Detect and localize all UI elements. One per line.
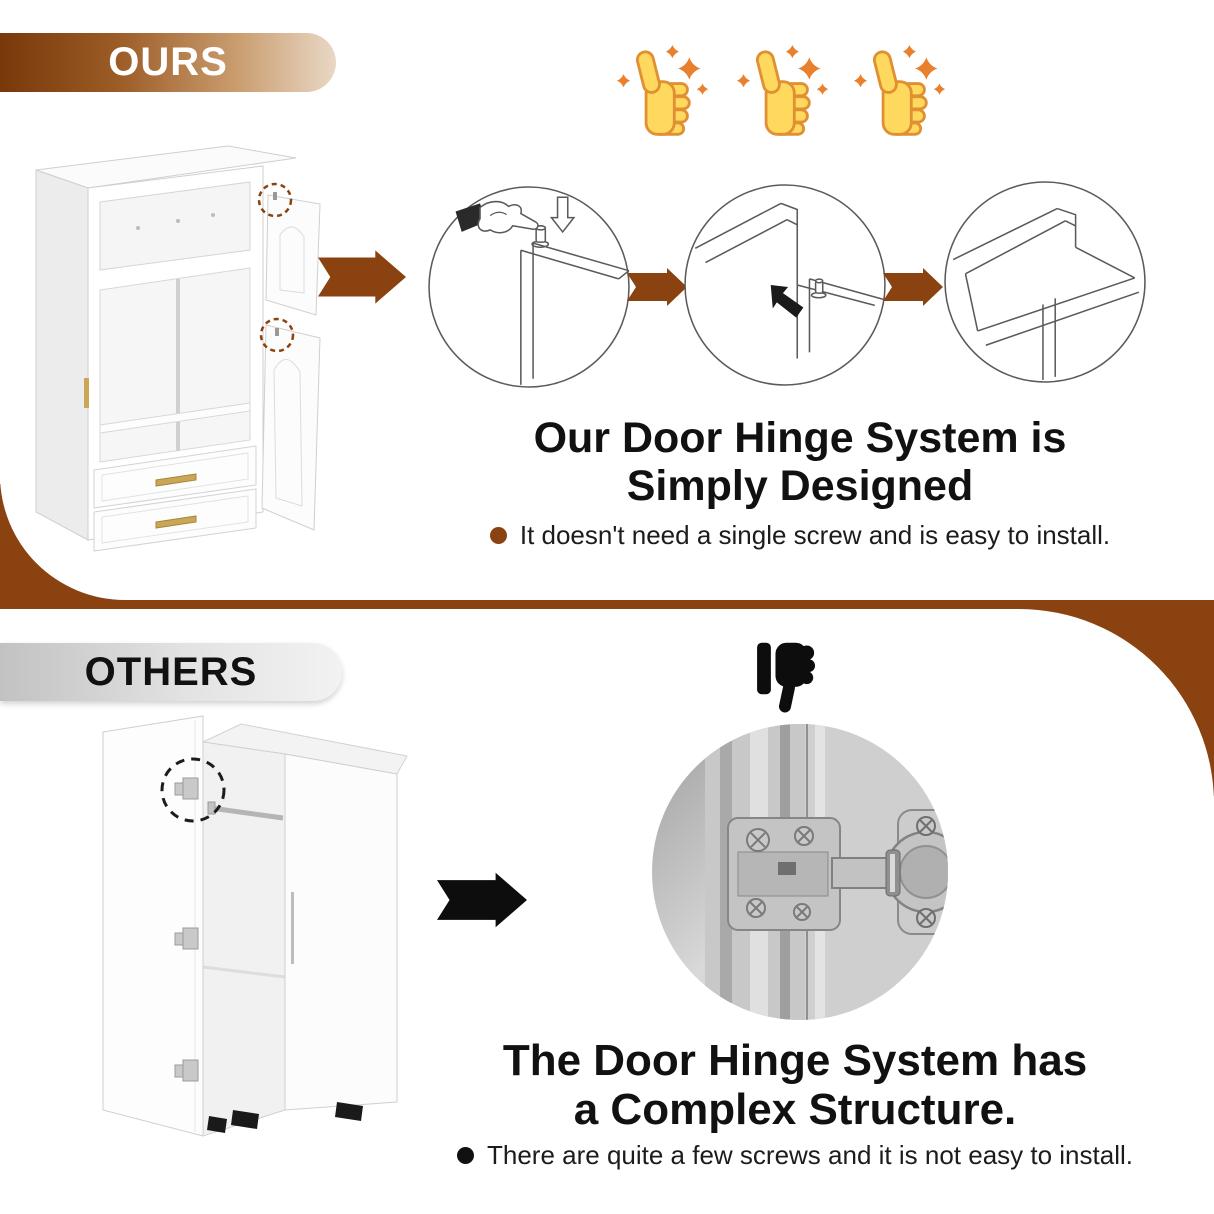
ours-headline-line1: Our Door Hinge System is [533,414,1067,462]
arrow-right-icon [437,872,527,928]
bullet-dot [489,527,507,544]
hinge-pin-callout-circle [259,317,295,353]
others-headline: The Door Hinge System has a Complex Stru… [430,1036,1160,1135]
ours-headline: Our Door Hinge System is Simply Designed [440,414,1160,510]
ours-banner: OURS [0,33,336,92]
others-bullet-row: There are quite a few screws and it is n… [430,1140,1160,1171]
ours-headline-line2: Simply Designed [626,462,974,511]
arrow-right-icon [883,268,943,306]
others-banner: OTHERS [0,643,342,701]
hinge-pin-callout-circle [257,182,293,218]
others-banner-label: OTHERS [84,649,258,694]
ours-bullet-text: It doesn't need a single screw and is ea… [519,520,1111,550]
step2-align-door-illustration [684,184,886,386]
others-bullet-text: There are quite a few screws and it is n… [487,1140,1133,1170]
thumbs-up-icon [616,45,709,136]
complex-hinge-photo [652,724,948,1020]
thumbs-down-icon [757,642,816,713]
others-headline-line2: a Complex Structure. [573,1085,1017,1135]
step3-door-seated-illustration [944,181,1146,383]
thumbs-up-icon [853,45,946,136]
hinge-callout-circle [160,757,226,823]
ours-wardrobe-image [35,145,321,552]
arrow-right-icon [627,268,687,306]
ours-bullet-row: It doesn't need a single screw and is ea… [440,520,1160,551]
others-headline-line1: The Door Hinge System has [502,1036,1088,1085]
ours-banner-label: OURS [108,40,228,84]
thumbs-up-icon [736,45,829,136]
bullet-dot [457,1147,474,1164]
others-wardrobe-image [102,715,408,1137]
step1-press-pin-illustration [428,186,630,388]
arrow-right-icon [318,250,406,304]
